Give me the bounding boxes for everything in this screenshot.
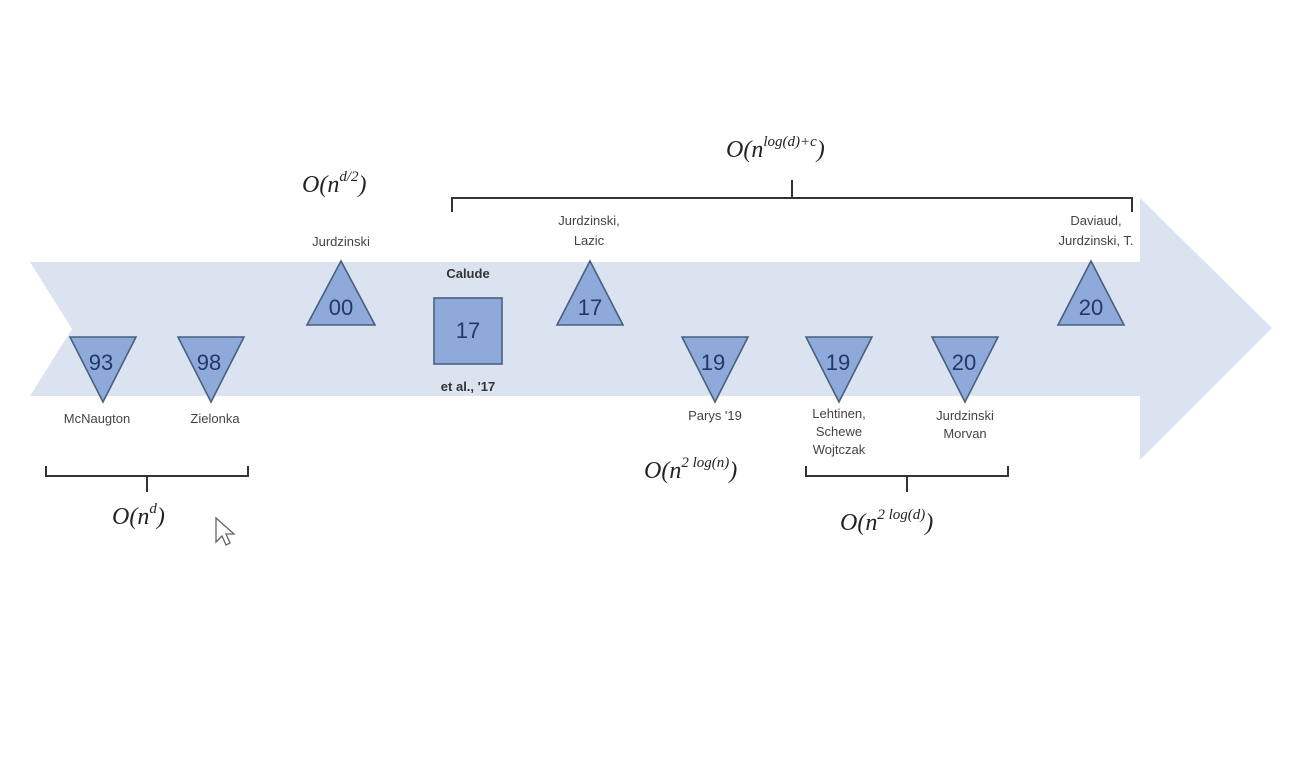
triangle-up-shape [1056, 259, 1126, 326]
author-label: Schewe [816, 424, 862, 439]
marker-jurdzinski-morvan: 20 Jurdzinski Morvan [930, 336, 1000, 441]
brace-left [45, 466, 249, 492]
triangle-down-shape [930, 336, 1000, 404]
triangle-up-shape [555, 259, 625, 326]
author-label: Daviaud, [1070, 213, 1121, 228]
triangle-down-shape [804, 336, 874, 404]
author-label: Calude [446, 266, 489, 281]
mouse-cursor-icon [215, 516, 236, 546]
author-label: Jurdzinski [312, 234, 370, 249]
triangle-down-shape [68, 336, 138, 404]
triangle-down-shape [176, 336, 246, 404]
brace-right [805, 466, 1009, 492]
year-label: 98 [197, 350, 221, 375]
year-label: 17 [456, 318, 480, 343]
marker-jurdzinski-lazic: 17 Jurdzinski, Lazic [555, 213, 625, 326]
year-label: 93 [89, 350, 113, 375]
marker-jurdzinski-00: 00 Jurdzinski [305, 234, 377, 326]
complexity-n2logn: O(n2 log(n)) [644, 455, 737, 484]
complexity-nd: O(nd) [112, 501, 165, 530]
marker-daviaud: 20 Daviaud, Jurdzinski, T. [1056, 213, 1134, 326]
author-label: Zielonka [190, 411, 240, 426]
complexity-nd2: O(nd/2) [302, 169, 367, 198]
author-label: Wojtczak [813, 442, 866, 457]
marker-zielonka: 98 Zielonka [176, 336, 246, 426]
author-label: Jurdzinski, T. [1059, 233, 1134, 248]
brace-top [451, 180, 1133, 212]
year-label: 19 [826, 350, 850, 375]
marker-mcnaughton: 93 McNaugton [64, 336, 138, 426]
author-label: Parys '19 [688, 408, 742, 423]
year-label: 20 [1079, 295, 1103, 320]
square-shape [433, 297, 503, 365]
author-label: et al., '17 [441, 379, 495, 394]
author-label: Lazic [574, 233, 605, 248]
author-label: McNaugton [64, 411, 130, 426]
author-label: Jurdzinski [936, 408, 994, 423]
author-label: Morvan [943, 426, 986, 441]
marker-lehtinen: 19 Lehtinen, Schewe Wojtczak [804, 336, 874, 457]
year-label: 20 [952, 350, 976, 375]
year-label: 17 [578, 295, 602, 320]
complexity-nlogdc: O(nlog(d)+c) [726, 134, 825, 163]
marker-parys: 19 Parys '19 [680, 336, 750, 423]
complexity-n2logd: O(n2 log(d)) [840, 507, 933, 536]
author-label: Lehtinen, [812, 406, 866, 421]
marker-calude: 17 Calude et al., '17 [433, 266, 503, 394]
triangle-up-shape [305, 259, 377, 326]
year-label: 00 [329, 295, 353, 320]
triangle-down-shape [680, 336, 750, 404]
year-label: 19 [701, 350, 725, 375]
author-label: Jurdzinski, [558, 213, 619, 228]
